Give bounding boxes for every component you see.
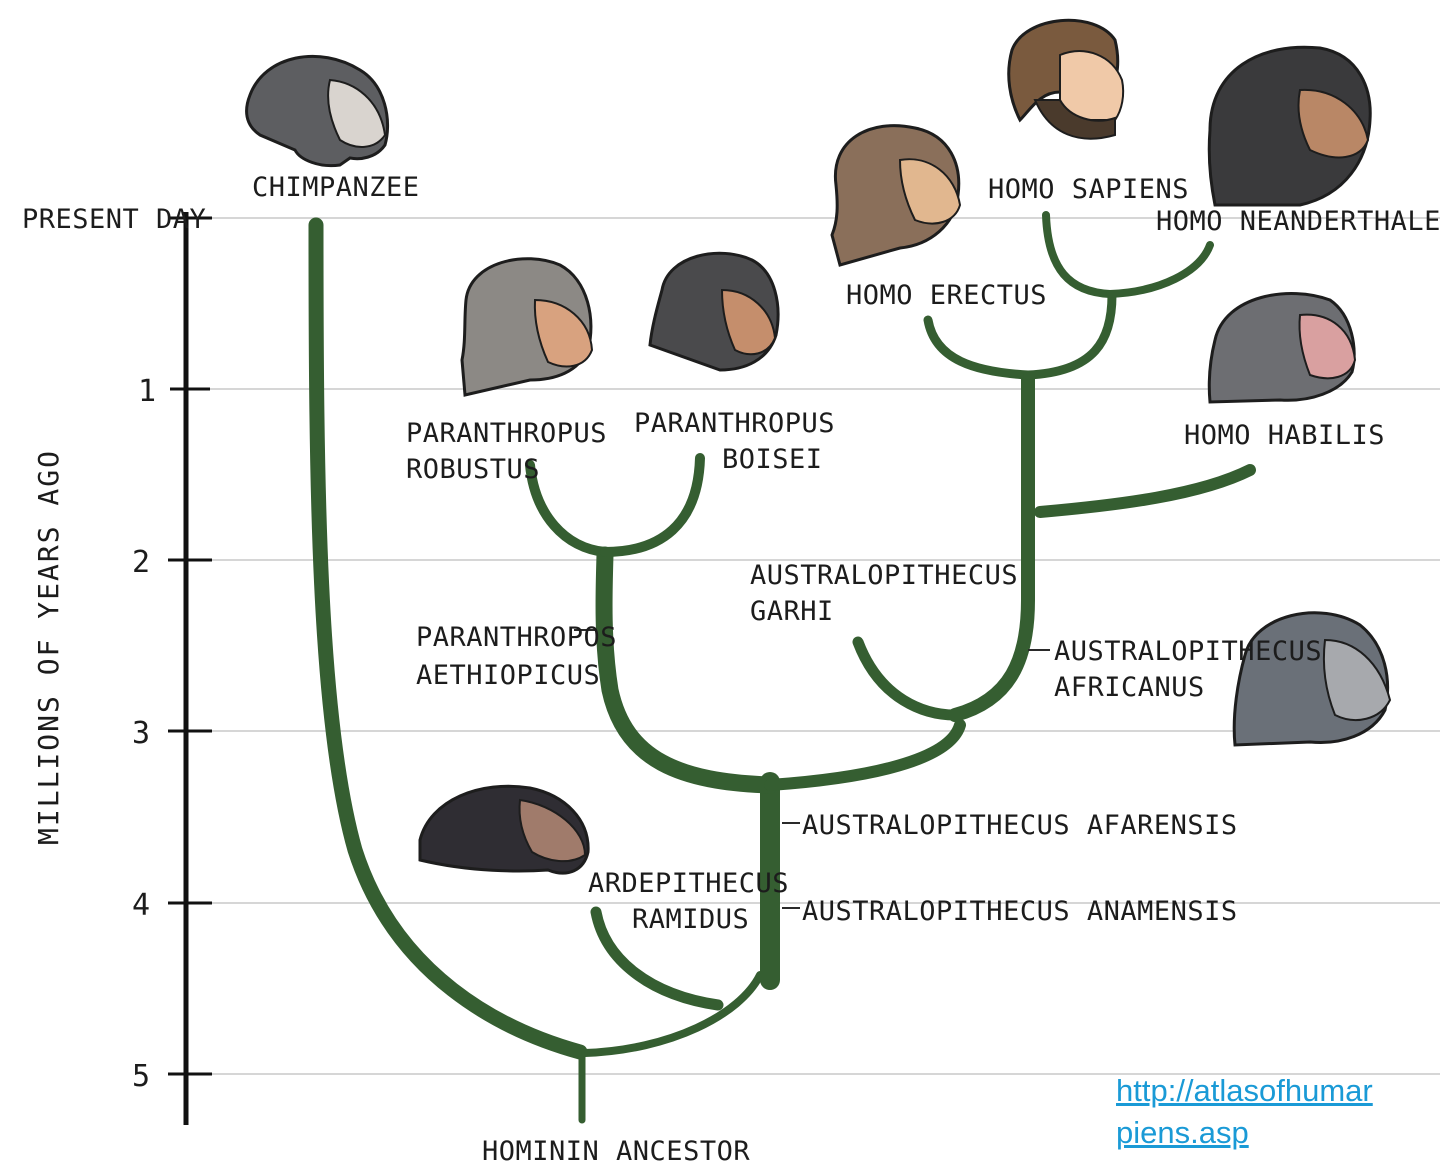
label-homo-habilis: HOMO HABILIS [1184,420,1385,451]
homo-sapiens-head-illustration [1007,18,1125,140]
tick-label-5: 5 [132,1059,150,1094]
branch-habilis [1034,464,1256,518]
tick-label-1: 1 [138,374,156,409]
label-australopithecus-africanus-line1: AUSTRALOPITHECUS [1054,636,1322,667]
branch-paranthropus-stem [595,546,779,794]
australopithecus-africanus-head-illustration [1232,611,1392,747]
label-paranthropus-robustus-line1: PARANTHROPUS [406,418,607,449]
homo-erectus-head-illustration [830,124,962,267]
homo-habilis-head-illustration [1207,292,1357,404]
homo-neanderthalensis-head-illustration [1207,45,1372,207]
label-australopithecus-garhi-line1: AUSTRALOPITHECUS [750,560,1018,591]
tick-label-4: 4 [132,888,150,923]
branch-hominin [581,971,764,1057]
branch-africanus-homo [948,371,1035,722]
label-paranthropus-robustus-line2: ROBUSTUS [406,454,540,485]
species-labels: CHIMPANZEE HOMO SAPIENS HOMO NEANDERTHAL… [252,172,1442,1167]
branch-sapiens [1042,211,1114,298]
label-paranthropus-boisei-line2: BOISEI [722,444,823,475]
branch-to-africanus [764,719,966,791]
label-paranthropus-aethiopicus-line1: PARANTHROPOS [416,622,617,653]
time-axis: PRESENT DAY 1 2 3 4 5 MILLIONS OF YEARS … [22,204,212,1125]
source-link-line1: http://atlasofhumar [1116,1073,1373,1108]
branch-erectus [923,315,1033,380]
tick-label-3: 3 [132,716,150,751]
axis-title: MILLIONS OF YEARS AGO [32,449,65,845]
branch-garhi [852,636,961,721]
source-link[interactable]: http://atlasofhumar piens.asp [1116,1070,1442,1154]
time-gridlines [185,217,1440,1075]
branch-ardipithecus [590,906,724,1011]
leader-lines [574,629,1050,909]
branch-sapiens-neanderthal-stem [1023,290,1117,380]
label-australopithecus-anamensis: AUSTRALOPITHECUS ANAMENSIS [802,896,1238,927]
branch-chimpanzee [308,217,588,1060]
tick-label-present: PRESENT DAY [22,204,206,235]
label-homo-neanderthalensis: HOMO NEANDERTHALENSIS [1156,206,1442,237]
label-homo-erectus: HOMO ERECTUS [846,280,1047,311]
branch-boisei [600,453,705,557]
label-ardipithecus-ramidus-line1: ARDEPITHECUS [588,868,789,899]
label-paranthropus-aethiopicus-line2: AETHIOPICUS [416,660,600,691]
source-link-line2: piens.asp [1116,1115,1249,1150]
paranthropus-boisei-head-illustration [648,251,780,372]
label-australopithecus-afarensis: AUSTRALOPITHECUS AFARENSIS [802,810,1238,841]
label-paranthropus-boisei-line1: PARANTHROPUS [634,408,835,439]
ardipithecus-ramidus-head-illustration [418,784,590,875]
label-homo-sapiens: HOMO SAPIENS [988,174,1189,205]
label-chimpanzee: CHIMPANZEE [252,172,420,203]
label-australopithecus-garhi-line2: GARHI [750,596,834,627]
branch-robustus [525,460,610,557]
tick-label-2: 2 [132,545,150,580]
label-ardipithecus-ramidus-line2: RAMIDUS [632,904,749,935]
label-australopithecus-africanus-line2: AFRICANUS [1054,672,1205,703]
paranthropus-robustus-head-illustration [460,257,594,397]
branch-neanderthalensis [1106,241,1214,298]
chimpanzee-head-illustration [245,54,389,168]
label-hominin-ancestor: HOMININ ANCESTOR [482,1136,750,1167]
phylogenetic-tree [308,211,1256,1124]
